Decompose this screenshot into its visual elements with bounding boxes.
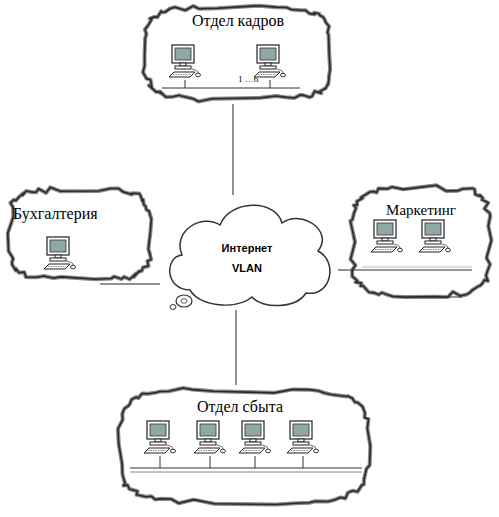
computer-icon — [371, 220, 403, 252]
node-title: Бухгалтерия — [13, 205, 123, 223]
network-drop — [210, 456, 211, 468]
node-title: Интернет VLAN — [215, 238, 279, 278]
department-cloud: Отдел кадров 1 …6 — [140, 2, 336, 104]
network-bus — [130, 468, 362, 469]
computer-icon — [44, 237, 76, 269]
node-outline — [348, 183, 494, 300]
network-wire — [440, 297, 462, 298]
computer-icon — [287, 421, 319, 453]
cloud-outline — [350, 185, 491, 297]
cloud-bubble — [170, 305, 176, 310]
node-note: 1 …6 — [228, 74, 268, 85]
network-cloud: Интернет VLAN — [160, 195, 338, 310]
network-bus — [162, 88, 300, 89]
cloud-shadow — [350, 185, 491, 297]
computer-icon — [254, 45, 286, 77]
network-drop — [255, 456, 256, 468]
computer-icon — [169, 45, 201, 77]
network-bus — [348, 270, 472, 271]
computer-icon — [239, 421, 271, 453]
department-cloud: Отдел сбыта — [115, 385, 373, 507]
network-bus — [130, 472, 362, 473]
network-link — [338, 270, 348, 271]
cloud-outline — [8, 187, 152, 279]
cloud-shadow — [8, 187, 152, 279]
network-drop — [270, 80, 271, 88]
department-cloud: Маркетинг — [348, 183, 494, 300]
network-link — [100, 284, 160, 285]
network-drop — [160, 456, 161, 468]
cloud-outline — [170, 205, 330, 305]
computer-icon — [144, 421, 176, 453]
cloud-bubble — [176, 295, 192, 307]
computer-icon — [419, 220, 451, 252]
node-outline — [5, 185, 155, 284]
node-title: Маркетинг — [366, 201, 476, 219]
network-drop — [303, 456, 304, 468]
node-title: Отдел кадров — [140, 12, 336, 30]
network-bus — [362, 267, 472, 268]
department-cloud: Бухгалтерия — [5, 185, 155, 284]
network-link — [233, 104, 234, 195]
node-title: Отдел сбыта — [115, 398, 365, 416]
cloud-bubble — [181, 299, 187, 303]
computer-icon — [194, 421, 226, 453]
network-drop — [185, 80, 186, 88]
network-link — [236, 310, 237, 385]
